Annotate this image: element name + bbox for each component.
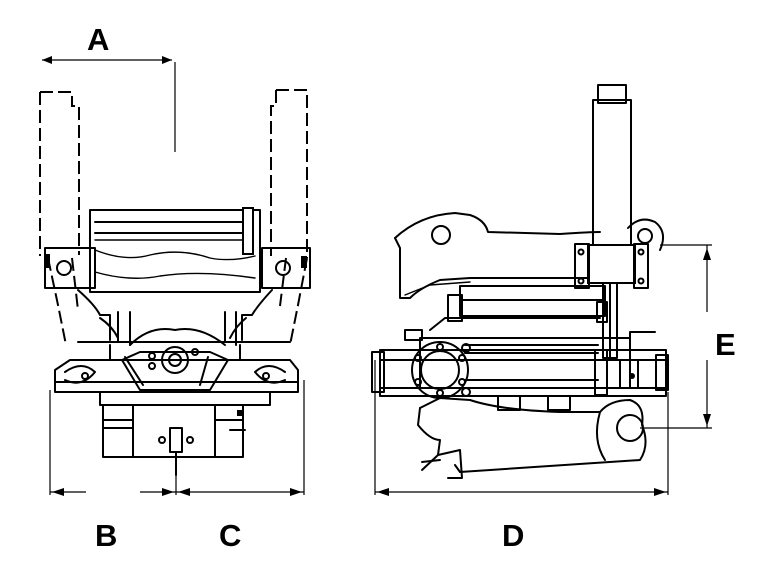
side-base (371, 329, 669, 411)
front-dashed-arms (39, 89, 308, 346)
front-view (39, 56, 311, 496)
label-a: A (87, 22, 109, 57)
front-housing (54, 289, 299, 406)
label-b: B (95, 518, 117, 553)
front-jaws (102, 404, 246, 476)
front-pin-brackets (44, 247, 311, 289)
side-horizontal-cylinder (419, 285, 631, 396)
side-vertical-cylinder (574, 84, 649, 361)
side-view (371, 84, 712, 496)
dimension-labels: A B C D E (87, 22, 736, 553)
front-dimensions (42, 56, 305, 496)
front-cylinder (89, 207, 261, 293)
side-dimensions (374, 244, 712, 496)
side-bracket (394, 212, 665, 299)
side-hooks (417, 397, 647, 479)
label-e: E (715, 327, 736, 362)
label-d: D (502, 518, 524, 553)
label-c: C (219, 518, 241, 553)
